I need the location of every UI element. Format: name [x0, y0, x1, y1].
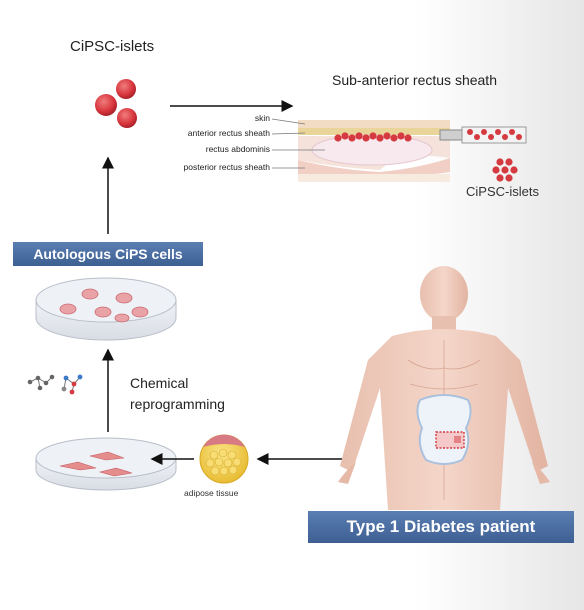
autologous-cips-banner: Autologous CiPS cells	[13, 242, 203, 266]
patient-torso	[338, 266, 550, 510]
layer-anterior-label: anterior rectus sheath	[187, 128, 270, 138]
implant-site-title: Sub-anterior rectus sheath	[332, 72, 497, 88]
adipose-tissue-icon	[199, 434, 249, 484]
islets-cluster-right	[492, 158, 518, 182]
patient-banner: Type 1 Diabetes patient	[308, 511, 574, 543]
islets-label-right: CiPSC-islets	[466, 184, 539, 199]
petri-dish-cips	[35, 277, 177, 341]
islets-title-top: CiPSC-islets	[70, 38, 155, 55]
adipose-tissue-label: adipose tissue	[184, 488, 239, 498]
islets-cluster-top	[95, 79, 137, 128]
layer-posterior-label: posterior rectus sheath	[183, 162, 270, 172]
small-molecules-icon	[27, 374, 83, 395]
tissue-cross-section	[271, 118, 527, 182]
layer-skin-label: skin	[254, 113, 270, 123]
chemical-reprogramming-label: Chemical reprogramming	[130, 375, 225, 412]
petri-dish-adipose-cells	[35, 437, 177, 491]
layer-rectus-label: rectus abdominis	[205, 144, 270, 154]
